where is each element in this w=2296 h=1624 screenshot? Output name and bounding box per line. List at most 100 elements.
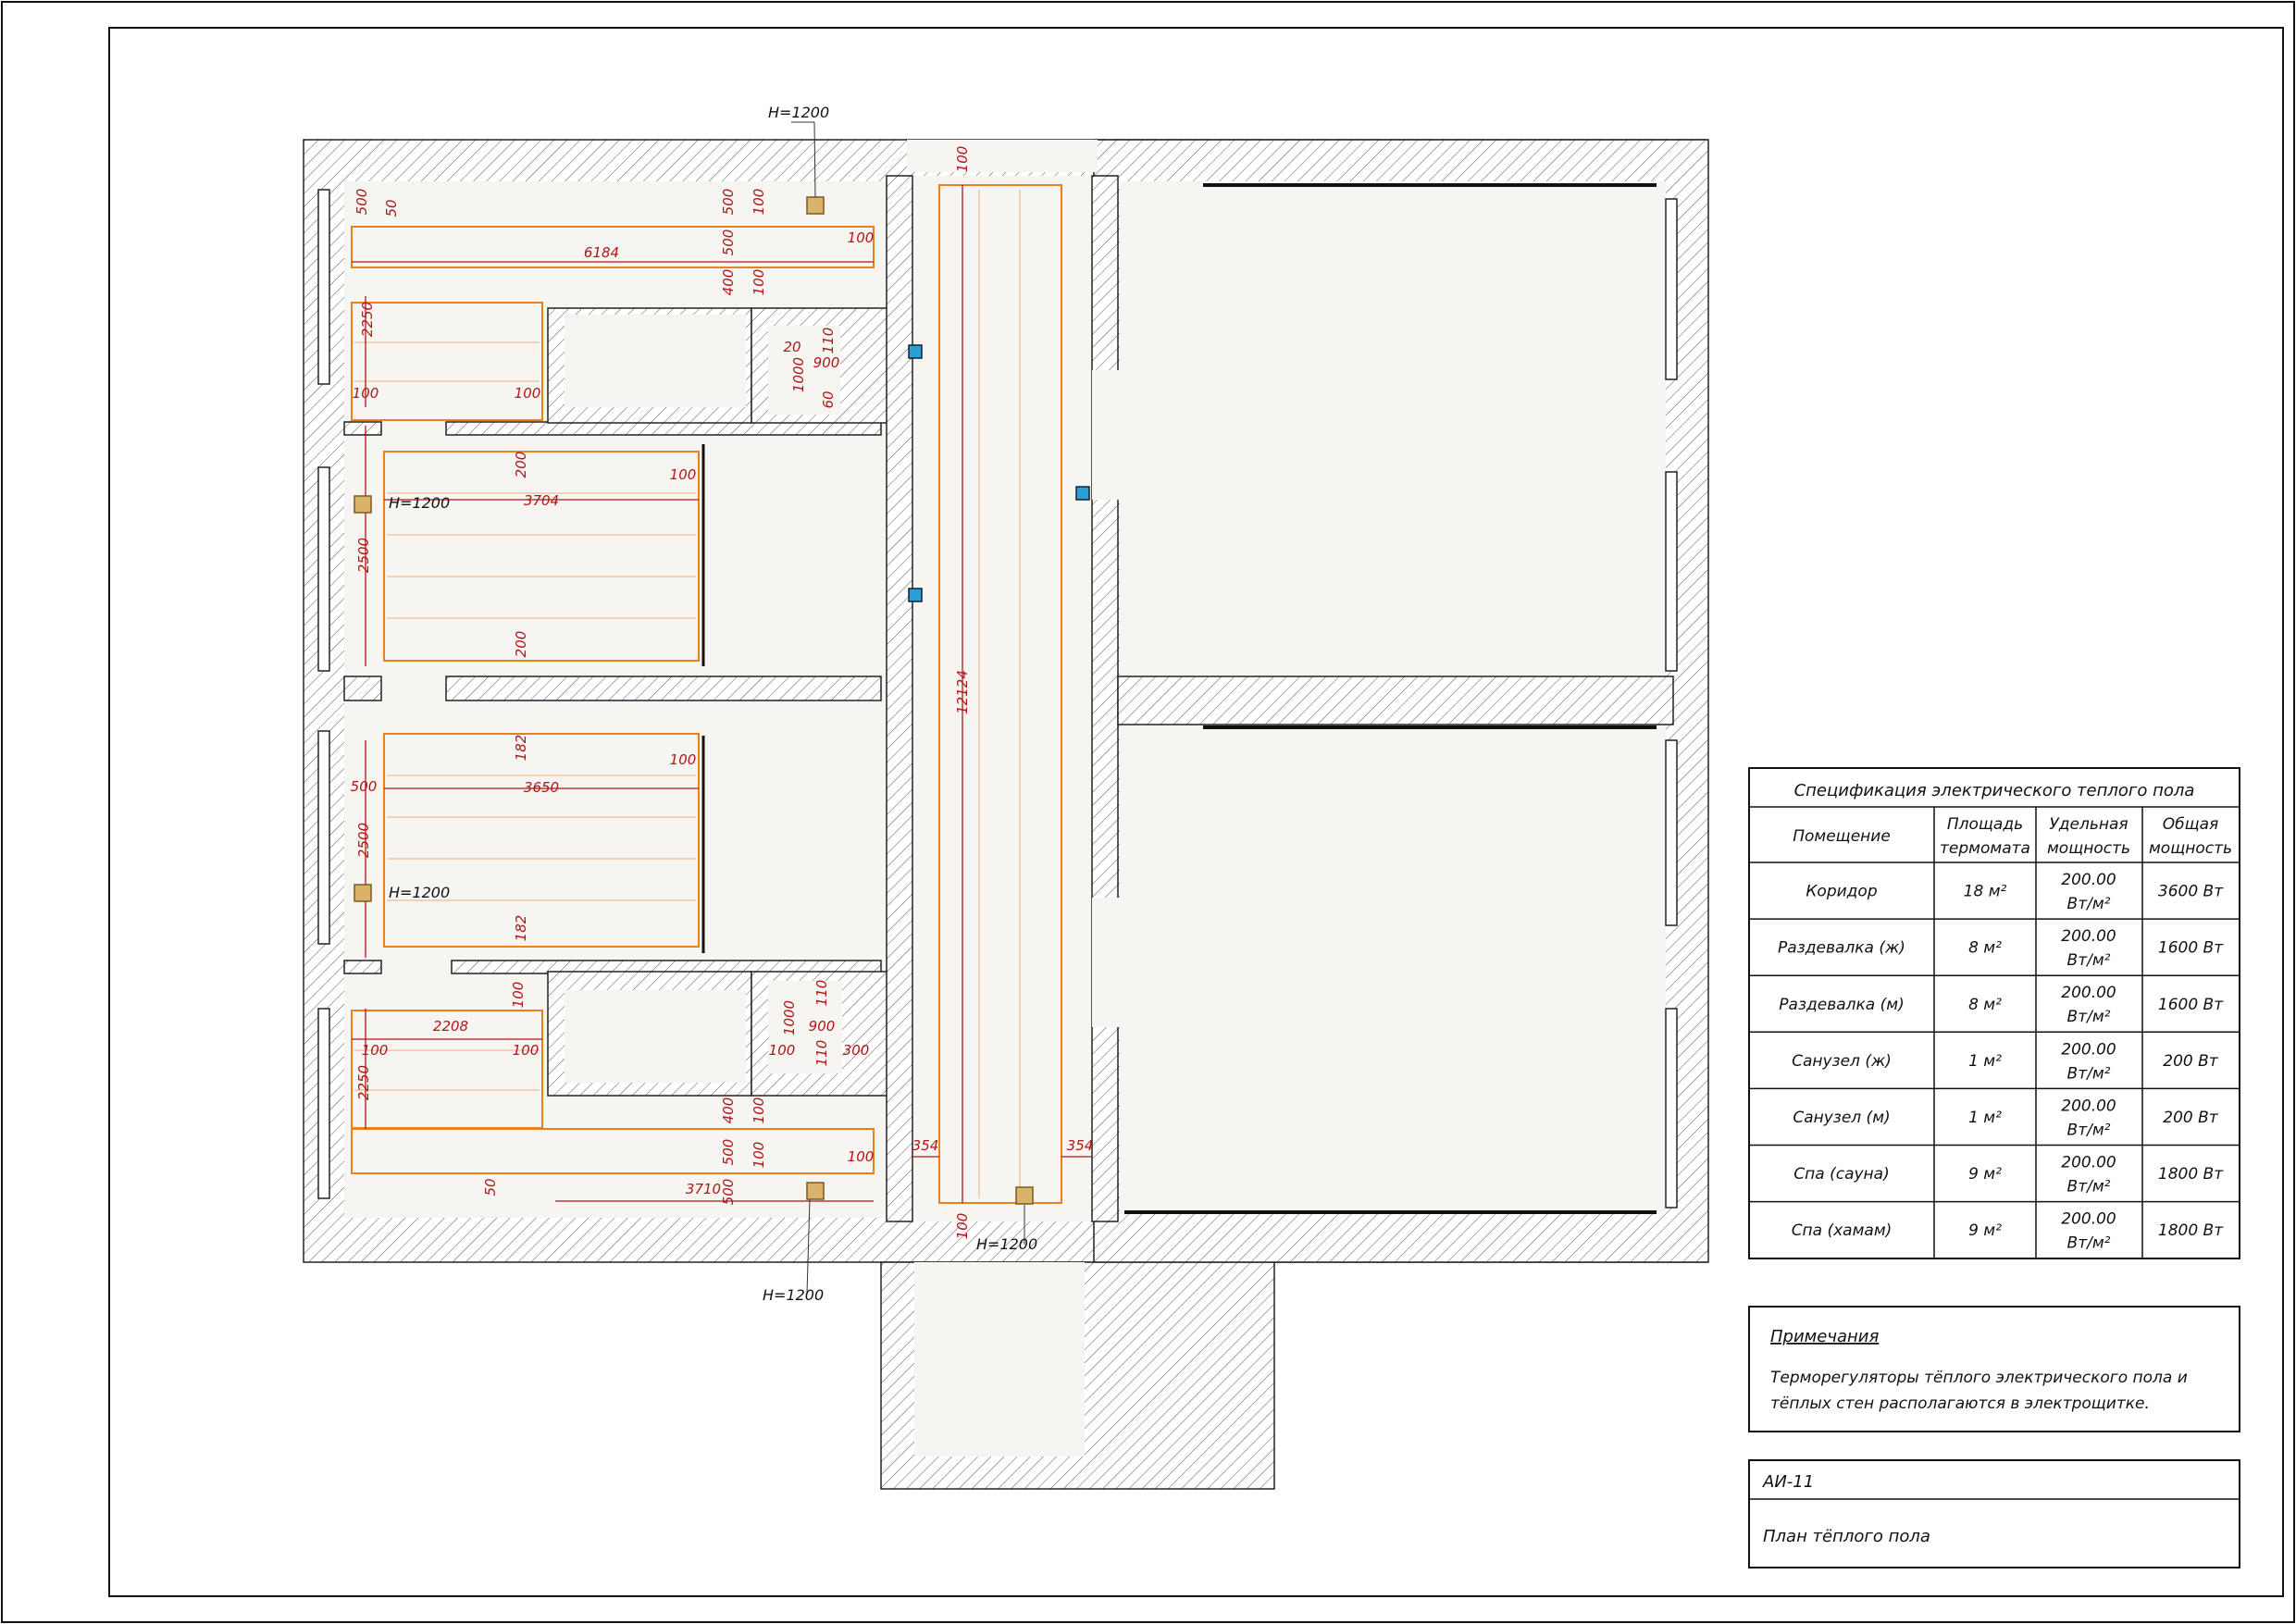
- spec-power-unit-cell: Вт/м²: [2067, 1008, 2111, 1026]
- notes-line-2: тёплых стен располагаются в электрощитке…: [1770, 1395, 2150, 1413]
- dim-100-b: 100: [515, 385, 541, 402]
- dim-100-top: 100: [751, 189, 767, 216]
- spec-room-cell: Санузел (ж): [1792, 1052, 1892, 1071]
- mat-top-left-block: [351, 302, 543, 421]
- dim-3704: 3704: [524, 492, 559, 509]
- spec-area-cell: 8 м²: [1968, 939, 2002, 958]
- heating-mats: [351, 184, 1062, 1204]
- height-bottom-center: H=1200: [976, 1235, 1037, 1253]
- dim-60: 60: [820, 391, 837, 408]
- dimension-lines: [352, 185, 1092, 1203]
- dim-354-b: 354: [1067, 1137, 1094, 1154]
- dim-100-top2: 100: [751, 269, 767, 296]
- dim-50-b: 50: [482, 1178, 499, 1196]
- dim-354-a: 354: [912, 1137, 939, 1154]
- dim-500-tl: 500: [354, 189, 370, 216]
- dim-200-b: 200: [513, 631, 529, 658]
- height-left-1: H=1200: [389, 494, 450, 512]
- dim-6184: 6184: [584, 244, 619, 261]
- mat-left-room-2: [383, 733, 700, 948]
- thermostat-bottom-left: [806, 1182, 825, 1200]
- mat-top-strip: [351, 226, 875, 268]
- height-top: H=1200: [768, 104, 829, 121]
- dim-100-c: 100: [670, 466, 697, 483]
- spec-header-cell: мощность: [2149, 839, 2232, 858]
- dim-12124: 12124: [954, 670, 971, 714]
- dim-100-corr2: 100: [954, 1213, 971, 1240]
- dim-2500-a: 2500: [355, 538, 372, 573]
- spec-room-cell: Санузел (м): [1793, 1109, 1890, 1127]
- sheet-border-inner: [108, 27, 2284, 1597]
- dim-110-c: 110: [813, 1040, 830, 1067]
- dim-100-d: 100: [670, 751, 697, 768]
- sensor-1: [908, 344, 923, 359]
- dim-100-j: 100: [751, 1142, 767, 1169]
- dim-100-i: 100: [751, 1097, 767, 1124]
- spec-header-cell: мощность: [2047, 839, 2130, 858]
- spec-area-cell: 1 м²: [1968, 1109, 2002, 1127]
- spec-power-unit-cell: Вт/м²: [2067, 951, 2111, 970]
- spec-total-cell: 1600 Вт: [2158, 939, 2224, 958]
- dim-100-k: 100: [848, 1148, 875, 1165]
- dim-50-top: 50: [383, 199, 400, 217]
- dim-200-a: 200: [513, 452, 529, 478]
- title-block: АИ-11 План тёплого пола: [1748, 1459, 2240, 1568]
- spec-power-cell: 200.00: [2061, 871, 2116, 889]
- dim-2250-b: 2250: [355, 1065, 372, 1100]
- thermostat-left-2: [354, 884, 372, 902]
- dim-3710: 3710: [686, 1181, 721, 1197]
- dim-2500-b: 2500: [355, 823, 372, 858]
- spec-total-cell: 1800 Вт: [2158, 1221, 2224, 1240]
- notes-box: Примечания Терморегуляторы тёплого элект…: [1748, 1306, 2240, 1432]
- spec-area-cell: 8 м²: [1968, 996, 2002, 1014]
- dim-500-b: 500: [720, 1139, 737, 1166]
- spec-header-cell: Общая: [2163, 815, 2219, 834]
- spec-total-cell: 3600 Вт: [2158, 883, 2224, 901]
- spec-header-cell: Площадь: [1947, 815, 2023, 834]
- dim-110-top: 110: [820, 328, 837, 354]
- spec-power-unit-cell: Вт/м²: [2067, 1234, 2111, 1253]
- spec-area-cell: 9 м²: [1968, 1165, 2002, 1184]
- thermostat-top: [806, 196, 825, 215]
- dim-500-l: 500: [351, 778, 378, 795]
- spec-power-unit-cell: Вт/м²: [2067, 895, 2111, 913]
- dim-500-top2: 500: [720, 229, 737, 256]
- dim-182-b: 182: [513, 915, 529, 942]
- spec-power-cell: 200.00: [2061, 984, 2116, 1002]
- spec-power-cell: 200.00: [2061, 927, 2116, 946]
- dim-100-a: 100: [353, 385, 379, 402]
- dim-100-e: 100: [510, 982, 527, 1009]
- dim-100-f: 100: [362, 1042, 389, 1059]
- dim-100-topr: 100: [848, 229, 875, 246]
- thermostat-corridor: [1015, 1186, 1034, 1205]
- sensor-3: [1075, 486, 1090, 501]
- height-left-2: H=1200: [389, 884, 450, 901]
- spec-area-cell: 9 м²: [1968, 1221, 2002, 1240]
- dim-1000-top: 1000: [790, 357, 807, 392]
- spec-total-cell: 200 Вт: [2163, 1052, 2219, 1071]
- drawing-name: План тёплого пола: [1763, 1527, 1930, 1546]
- dim-110-b: 110: [813, 980, 830, 1007]
- spec-room-cell: Коридор: [1806, 883, 1877, 901]
- dim-500-c: 500: [720, 1179, 737, 1206]
- spec-room-cell: Спа (хамам): [1792, 1221, 1893, 1240]
- dim-500-top: 500: [720, 189, 737, 216]
- spec-title: Спецификация электрического теплого пола: [1794, 781, 2195, 800]
- spec-power-unit-cell: Вт/м²: [2067, 1178, 2111, 1196]
- spec-power-cell: 200.00: [2061, 1097, 2116, 1115]
- dim-100-h: 100: [769, 1042, 796, 1059]
- dim-900-top: 900: [813, 354, 840, 371]
- drawing-code: АИ-11: [1762, 1472, 1814, 1492]
- spec-area-cell: 1 м²: [1968, 1052, 2002, 1071]
- spec-power-cell: 200.00: [2061, 1210, 2116, 1229]
- mat-corridor: [938, 184, 1062, 1204]
- height-labels: H=1200 H=1200 H=1200 H=1200 H=1200: [389, 104, 1037, 1304]
- spec-table: Спецификация электрического теплого пола…: [1748, 767, 2240, 1259]
- spec-header-cell: Удельная: [2049, 815, 2128, 834]
- dim-2208: 2208: [433, 1018, 468, 1035]
- spec-area-cell: 18 м²: [1964, 883, 2007, 901]
- height-bottom-left: H=1200: [763, 1286, 824, 1304]
- spec-header-cell: Помещение: [1793, 827, 1891, 846]
